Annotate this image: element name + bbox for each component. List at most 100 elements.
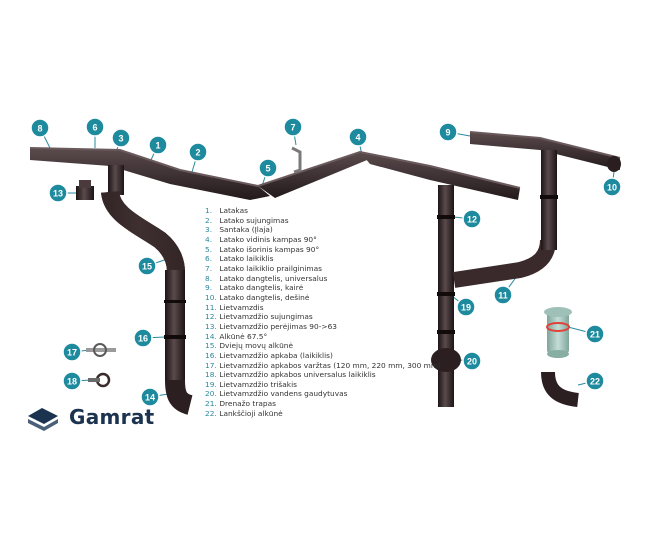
callout-badge: 14: [140, 387, 160, 407]
legend-text: Latakas: [217, 206, 248, 215]
callout-number: 14: [145, 393, 155, 403]
gamrat-logo-mark: [28, 408, 58, 431]
legend-number: 9.: [205, 283, 213, 293]
callout-number: 4: [355, 133, 360, 143]
legend-item: 10. Latako dangtelis, dešinė: [205, 293, 441, 303]
drain-trap: [544, 307, 572, 358]
legend-item: 8. Latako dangtelis, universalus: [205, 274, 441, 284]
pipe-clip-bolt: [86, 343, 116, 357]
callout-badge: 3: [111, 128, 131, 148]
gutter-hanger-extension: [291, 146, 302, 174]
downpipe-middle: [431, 185, 556, 407]
legend-text: Latako sujungimas: [217, 215, 289, 225]
callout-number: 19: [461, 303, 471, 313]
callout-number: 11: [498, 291, 508, 301]
downpipe-right: [540, 150, 558, 250]
legend-number: 2.: [205, 215, 213, 225]
legend-item: 13. Lietvamzdžio perėjimas 90->63: [205, 322, 441, 332]
legend-number: 6.: [205, 254, 213, 264]
legend-number: 11.: [205, 302, 217, 312]
callout-badge: 8: [30, 118, 50, 138]
legend-number: 12.: [205, 312, 217, 322]
gutter-end-cap: [607, 156, 621, 172]
legend-text: Latako laikiklis: [217, 254, 274, 264]
legend-number: 5.: [205, 244, 213, 254]
legend-text: Drenažo trapas: [217, 399, 276, 409]
legend-number: 13.: [205, 321, 217, 331]
callout-number: 16: [138, 334, 148, 344]
legend-item: 5. Latako išorinis kampas 90°: [205, 245, 441, 255]
legend-number: 20.: [205, 389, 217, 399]
legend-item: 4. Latako vidinis kampas 90°: [205, 235, 441, 245]
legend-text: Lietvamzdžio apkabos universalus laikikl…: [217, 370, 376, 380]
legend-item: 19. Lietvamzdžio trišakis: [205, 380, 441, 390]
legend-text: Santaka (Įlaja): [217, 225, 273, 235]
legend-text: Latako dangtelis, universalus: [217, 273, 328, 283]
callout-number: 12: [467, 215, 477, 225]
callout-badge: 6: [85, 117, 105, 137]
legend-number: 21.: [205, 399, 217, 409]
legend-number: 22.: [205, 408, 217, 418]
legend-text: Lietvamzdžio vandens gaudytuvas: [217, 389, 348, 399]
legend-item: 1. Latakas: [205, 206, 441, 216]
legend-text: Lietvamzdis: [217, 302, 264, 312]
legend-item: 17. Lietvamzdžio apkabos varžtas (120 mm…: [205, 361, 441, 371]
callout-number: 21: [590, 330, 600, 340]
callout-badge: 2: [188, 142, 208, 162]
legend-text: Lietvamzdžio trišakis: [217, 379, 297, 389]
legend-number: 14.: [205, 331, 217, 341]
legend-text: Dviejų movų alkūnė: [217, 341, 294, 351]
callout-number: 1: [155, 141, 160, 151]
legend-item: 20. Lietvamzdžio vandens gaudytuvas: [205, 389, 441, 399]
callout-badge: 18: [62, 371, 82, 391]
legend-text: Lietvamzdžio apkabos varžtas (120 mm, 22…: [217, 360, 441, 370]
legend-item: 21. Drenažo trapas: [205, 399, 441, 409]
legend-text: Lietvamzdžio perėjimas 90->63: [217, 321, 337, 331]
legend-number: 17.: [205, 360, 217, 370]
callout-number: 17: [67, 348, 77, 358]
legend-item: 18. Lietvamzdžio apkabos universalus lai…: [205, 370, 441, 380]
callout-badge: 12: [462, 209, 482, 229]
callout-number: 8: [37, 124, 42, 134]
legend-item: 16. Lietvamzdžio apkaba (laikiklis): [205, 351, 441, 361]
callout-badge: 17: [62, 342, 82, 362]
callout-badge: 11: [493, 285, 513, 305]
legend-text: Lietvamzdžio sujungimas: [217, 312, 313, 322]
legend-item: 6. Latako laikiklis: [205, 254, 441, 264]
legend-number: 10.: [205, 292, 217, 302]
legend-number: 1.: [205, 206, 213, 215]
callout-badge: 21: [585, 324, 605, 344]
pipe-clip-holder: [88, 372, 111, 388]
callout-number: 7: [290, 123, 295, 133]
callout-badge: 22: [585, 371, 605, 391]
legend-number: 18.: [205, 370, 217, 380]
legend-number: 15.: [205, 341, 217, 351]
brand: Gamrat: [30, 405, 154, 429]
legend-item: 12. Lietvamzdžio sujungimas: [205, 312, 441, 322]
flexible-elbow: [541, 371, 579, 407]
callout-badge: 13: [48, 183, 68, 203]
legend-item: 14. Alkūnė 67.5°: [205, 332, 441, 342]
downpipe-left: [101, 165, 194, 415]
callout-number: 20: [467, 357, 477, 367]
legend-item: 15. Dviejų movų alkūnė: [205, 341, 441, 351]
callout-badge: 16: [133, 328, 153, 348]
legend-text: Lankščioji alkūnė: [217, 408, 283, 418]
legend-item: 11. Lietvamzdis: [205, 303, 441, 313]
rain-collector: [431, 348, 461, 372]
callout-number: 6: [92, 123, 97, 133]
callout-number: 9: [445, 128, 450, 138]
brand-name: Gamrat: [69, 405, 155, 429]
legend-item: 22. Lankščioji alkūnė: [205, 409, 441, 419]
callout-badge: 1: [148, 135, 168, 155]
legend-number: 8.: [205, 273, 213, 283]
legend-number: 19.: [205, 379, 217, 389]
pipe-transition: [76, 180, 94, 200]
callout-number: 3: [118, 134, 123, 144]
legend-text: Alkūnė 67.5°: [217, 331, 268, 341]
legend-number: 3.: [205, 225, 213, 235]
callout-badge: 5: [258, 158, 278, 178]
legend-item: 2. Latako sujungimas: [205, 216, 441, 226]
